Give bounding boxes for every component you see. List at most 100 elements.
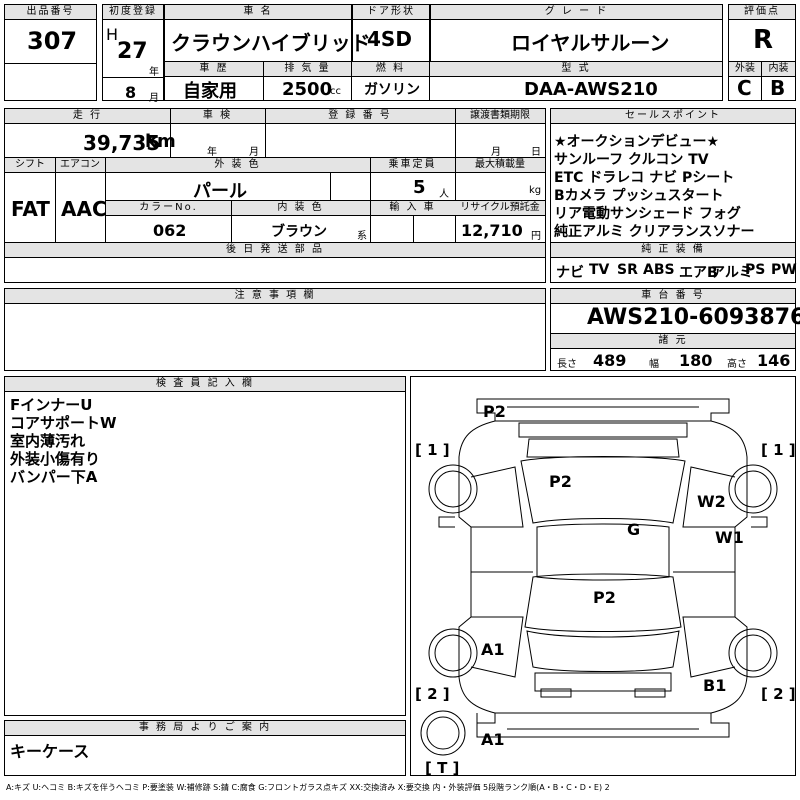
notes-box: 注 意 事 項 欄 <box>4 288 546 371</box>
lot-number: 307 <box>27 27 78 55</box>
later-parts-label: 後 日 発 送 部 品 <box>5 243 545 258</box>
inspection-label: 車 検 <box>170 109 265 124</box>
equipment-item: SR <box>617 262 638 278</box>
damage-mark: P2 <box>483 402 506 421</box>
recycle-unit: 円 <box>531 231 541 242</box>
seats-label: 乗車定員 <box>370 158 455 173</box>
displacement: 2500 <box>282 79 333 100</box>
door-label: ドア形状 <box>353 5 429 20</box>
equipment-label: 純 正 装 備 <box>551 243 795 258</box>
sales-line: ★オークションデビュー★ <box>554 134 720 150</box>
equipment-item: PS <box>745 262 766 278</box>
interior-box: 内装 B <box>762 62 796 101</box>
damage-mark: A1 <box>481 640 505 659</box>
inspection-month: 月 <box>249 147 259 158</box>
notes-label: 注 意 事 項 欄 <box>5 289 545 304</box>
interior-label: 内装 <box>762 62 795 77</box>
interior-color-label: 内 装 色 <box>231 201 370 216</box>
sales-points-label: セールスポイント <box>551 109 795 124</box>
inspector-line: バンパー下A <box>10 468 98 486</box>
color-number-label: カラーNo. <box>106 201 231 216</box>
sales-line: ETC ドラレコ ナビ Pシート <box>554 170 735 186</box>
registration-box: 初度登録 H 27 年 8 月 <box>102 4 164 104</box>
damage-mark: P2 <box>549 472 572 491</box>
transfer-month: 月 <box>491 147 501 158</box>
chassis-number: AWS210-6093876 <box>587 305 800 330</box>
model-label: 型 式 <box>430 62 722 77</box>
damage-mark: W2 <box>697 492 726 511</box>
bracket-label: [ T ] <box>425 759 459 775</box>
name-label: 車 名 <box>165 5 351 20</box>
inspection-year: 年 <box>207 147 217 158</box>
shift: FAT <box>11 197 50 221</box>
mileage: 39,735 <box>83 131 161 155</box>
damage-mark: P2 <box>593 588 616 607</box>
equipment-item: ABS <box>643 262 675 278</box>
inspector-box: 検 査 員 記 入 欄 FインナーU コアサポートW 室内薄汚れ 外装小傷有り … <box>4 376 406 716</box>
chassis-box: 車 台 番 号 AWS210-6093876 諸 元 長さ 489 幅 180 … <box>550 288 800 371</box>
era: H <box>106 25 119 44</box>
history-box: 車 歴 自家用 <box>164 62 264 102</box>
displacement-box: 排 気 量 2500 cc <box>264 62 352 101</box>
height-label: 高さ <box>727 359 747 370</box>
shift-label: シフト <box>5 158 55 173</box>
history: 自家用 <box>183 81 237 102</box>
legend: A:キズ U:ヘコミ B:キズを伴うヘコミ P:要塗装 W:補修跡 S:錆 C:… <box>6 783 610 792</box>
fuel-label: 燃 料 <box>352 62 429 77</box>
office-label: 事 務 局 よ り ご 案 内 <box>5 721 405 736</box>
damage-mark: A1 <box>481 730 505 749</box>
damage-mark: W1 <box>715 528 744 547</box>
inspector-line: コアサポートW <box>10 414 117 432</box>
history-label: 車 歴 <box>165 62 263 77</box>
interior-grade: B <box>770 76 786 100</box>
exterior-box: 外装 C <box>728 62 762 101</box>
grade-box: グ レ ー ド ロイヤルサルーン <box>430 4 723 62</box>
equipment-item: アルミ <box>711 265 753 281</box>
inspector-line: FインナーU <box>10 396 93 414</box>
model: DAA-AWS210 <box>524 79 658 100</box>
seats-unit: 人 <box>439 189 449 200</box>
exterior-grade: C <box>737 76 752 100</box>
interior-color: ブラウン <box>271 224 327 240</box>
recycle: 12,710 <box>461 221 523 240</box>
aircon: AAC <box>61 197 107 221</box>
interior-color-unit: 系 <box>357 231 367 242</box>
office-text: キーケース <box>10 742 90 761</box>
equipment-item: ナビ <box>556 265 584 281</box>
score-label: 評価点 <box>729 5 795 20</box>
plate-label: 登 録 番 号 <box>265 109 455 124</box>
reg-month: 8 <box>125 83 137 102</box>
name-box: 車 名 クラウンハイブリッド <box>164 4 371 62</box>
mileage-label: 走 行 <box>5 109 170 124</box>
color-label: 外 装 色 <box>105 158 370 173</box>
fuel: ガソリン <box>364 82 420 98</box>
exterior-label: 外装 <box>729 62 761 77</box>
width-label: 幅 <box>649 359 659 370</box>
damage-mark: G <box>627 520 640 539</box>
load-label: 最大積載量 <box>455 158 545 173</box>
reg-year: 27 <box>117 39 148 64</box>
lot-box: 出品番号 307 <box>4 4 97 101</box>
recycle-label: リサイクル預託金 <box>455 201 545 216</box>
bracket-label: [ 1 ] <box>761 441 795 459</box>
inspector-label: 検 査 員 記 入 欄 <box>5 377 405 392</box>
car-diagram: [ 1 ] [ 1 ] [ 2 ] [ 2 ] [ T ] P2 P2 W2 G… <box>415 398 795 775</box>
year-unit: 年 <box>149 67 159 78</box>
sales-line: 純正アルミ クリアランスソナー <box>554 224 755 240</box>
month-unit: 月 <box>149 93 159 104</box>
sales-line: サンルーフ クルコン TV <box>554 152 709 168</box>
color-number: 062 <box>153 221 187 240</box>
lot-label: 出品番号 <box>5 5 96 20</box>
aircon-label: エアコン <box>55 158 105 173</box>
office-box: 事 務 局 よ り ご 案 内 キーケース <box>4 720 406 776</box>
equipment-item: エアB <box>679 265 718 281</box>
height: 146 <box>757 351 791 370</box>
sales-line: Bカメラ プッシュスタート <box>554 188 724 204</box>
length-label: 長さ <box>557 359 577 370</box>
seats: 5 <box>413 177 426 198</box>
fuel-box: 燃 料 ガソリン <box>352 62 430 101</box>
transfer-label: 譲渡書類期限 <box>455 109 545 124</box>
model-box: 型 式 DAA-AWS210 <box>430 62 723 101</box>
detail-table: 走 行 車 検 登 録 番 号 譲渡書類期限 39,735 km 年 月 月 日… <box>4 108 546 283</box>
car-name: クラウンハイブリッド <box>171 31 371 55</box>
